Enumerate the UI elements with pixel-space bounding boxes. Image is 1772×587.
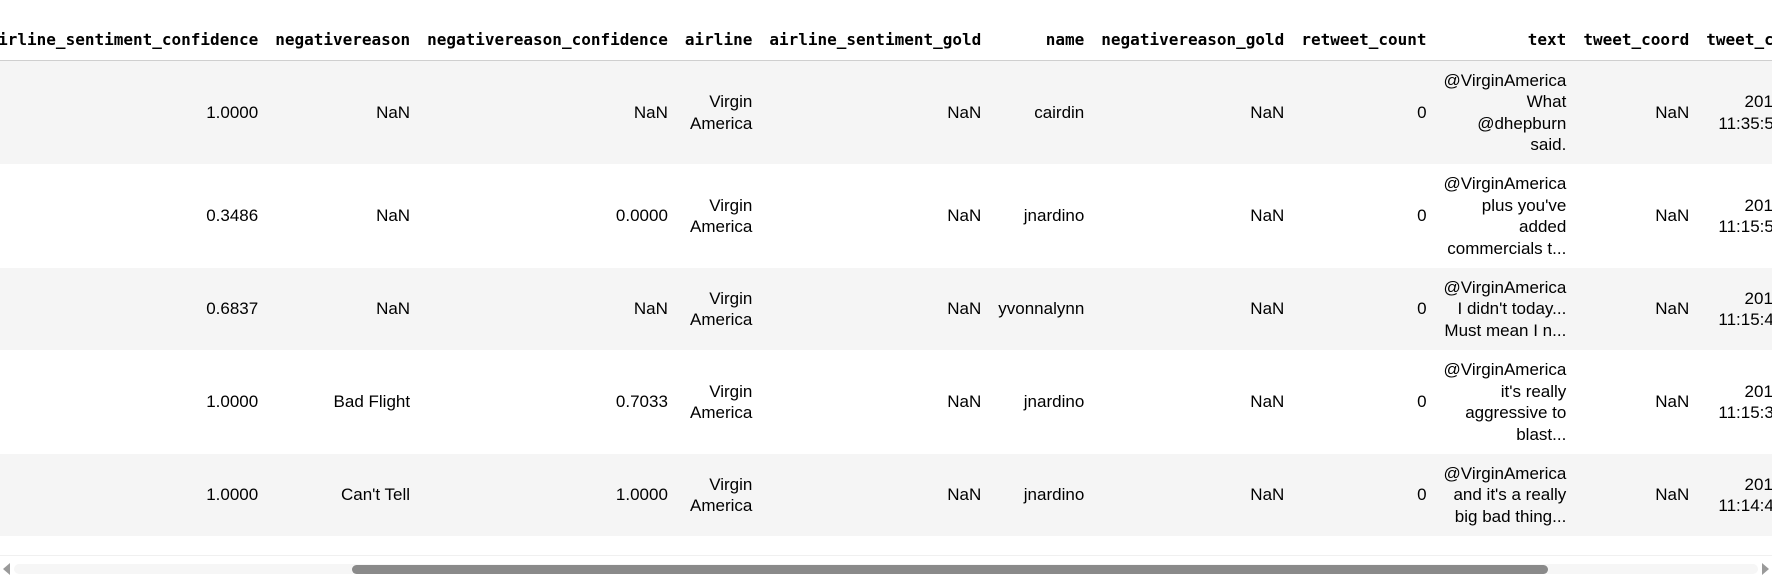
table-cell: NaN	[760, 454, 990, 536]
table-cell: @VirginAmerica and it's a really big bad…	[1435, 454, 1575, 536]
table-cell: 0	[1292, 350, 1436, 454]
table-cell: NaN	[1574, 454, 1698, 536]
table-cell: 0.3486	[0, 164, 267, 268]
table-row: 0.3486 NaN 0.0000 Virgin America NaN jna…	[0, 164, 1772, 268]
column-header: tweet_created	[1697, 18, 1772, 61]
table-cell: 2015-02-24 11:35:52 -0800	[1697, 60, 1772, 164]
table-cell: 2015-02-24 11:15:59 -0800	[1697, 164, 1772, 268]
table-cell: NaN	[1574, 268, 1698, 350]
dataframe-table: airline_sentiment_confidence negativerea…	[0, 18, 1772, 536]
table-cell: NaN	[1092, 60, 1293, 164]
header-row: airline_sentiment_confidence negativerea…	[0, 18, 1772, 61]
table-cell: NaN	[1092, 350, 1293, 454]
table-row: 1.0000 Can't Tell 1.0000 Virgin America …	[0, 454, 1772, 536]
table-cell: 0	[1292, 60, 1436, 164]
table-cell: Bad Flight	[266, 350, 419, 454]
column-header: airline_sentiment_gold	[760, 18, 990, 61]
table-cell: Virgin America	[676, 350, 761, 454]
table-cell: @VirginAmerica plus you've added commerc…	[1435, 164, 1575, 268]
table-cell: NaN	[1092, 454, 1293, 536]
table-cell: Virgin America	[676, 164, 761, 268]
table-cell: NaN	[1092, 164, 1293, 268]
table-cell: jnardino	[989, 164, 1093, 268]
table-cell: NaN	[760, 164, 990, 268]
table-cell: cairdin	[989, 60, 1093, 164]
table-cell: 0	[1292, 164, 1436, 268]
table-cell: yvonnalynn	[989, 268, 1093, 350]
column-header: negativereason_confidence	[418, 18, 677, 61]
column-header: airline	[676, 18, 761, 61]
table-cell: 1.0000	[418, 454, 677, 536]
table-cell: 0.7033	[418, 350, 677, 454]
table-cell: NaN	[760, 268, 990, 350]
table-cell: Can't Tell	[266, 454, 419, 536]
scroll-right-arrow-icon[interactable]	[1762, 563, 1769, 575]
table-cell: 0.6837	[0, 268, 267, 350]
table-cell: 0	[1292, 268, 1436, 350]
table-cell: NaN	[760, 60, 990, 164]
table-cell: jnardino	[989, 350, 1093, 454]
table-cell: 2015-02-24 11:15:48 -0800	[1697, 268, 1772, 350]
table-cell: 0	[1292, 454, 1436, 536]
table-cell: 0.0000	[418, 164, 677, 268]
table-row: 1.0000 Bad Flight 0.7033 Virgin America …	[0, 350, 1772, 454]
table-cell: @VirginAmerica it's really aggressive to…	[1435, 350, 1575, 454]
table-cell: @VirginAmerica What @dhepburn said.	[1435, 60, 1575, 164]
column-header: name	[989, 18, 1093, 61]
table-cell: 2015-02-24 11:15:36 -0800	[1697, 350, 1772, 454]
table-cell: NaN	[418, 268, 677, 350]
horizontal-scrollbar[interactable]	[0, 555, 1772, 582]
table-cell: NaN	[1574, 60, 1698, 164]
table-cell: Virgin America	[676, 60, 761, 164]
scroll-left-arrow-icon[interactable]	[3, 563, 10, 575]
table-cell: jnardino	[989, 454, 1093, 536]
table-cell: 1.0000	[0, 350, 267, 454]
table-cell: NaN	[418, 60, 677, 164]
dataframe-output: airline_sentiment_confidence negativerea…	[0, 18, 1772, 536]
column-header: text	[1435, 18, 1575, 61]
table-row: 1.0000 NaN NaN Virgin America NaN cairdi…	[0, 60, 1772, 164]
column-header: tweet_coord	[1574, 18, 1698, 61]
table-cell: NaN	[266, 268, 419, 350]
table-cell: NaN	[266, 164, 419, 268]
table-row: 0.6837 NaN NaN Virgin America NaN yvonna…	[0, 268, 1772, 350]
column-header: negativereason	[266, 18, 419, 61]
table-cell: 2015-02-24 11:14:45 -0800	[1697, 454, 1772, 536]
table-cell: Virgin America	[676, 454, 761, 536]
table-cell: Virgin America	[676, 268, 761, 350]
scrollbar-thumb[interactable]	[352, 565, 1548, 574]
table-cell: NaN	[1574, 350, 1698, 454]
column-header: negativereason_gold	[1092, 18, 1293, 61]
table-cell: NaN	[1092, 268, 1293, 350]
table-cell: NaN	[266, 60, 419, 164]
table-cell: 1.0000	[0, 60, 267, 164]
table-cell: 1.0000	[0, 454, 267, 536]
table-cell: NaN	[1574, 164, 1698, 268]
table-cell: @VirginAmerica I didn't today... Must me…	[1435, 268, 1575, 350]
column-header: airline_sentiment_confidence	[0, 18, 267, 61]
table-cell: NaN	[760, 350, 990, 454]
column-header: retweet_count	[1292, 18, 1436, 61]
